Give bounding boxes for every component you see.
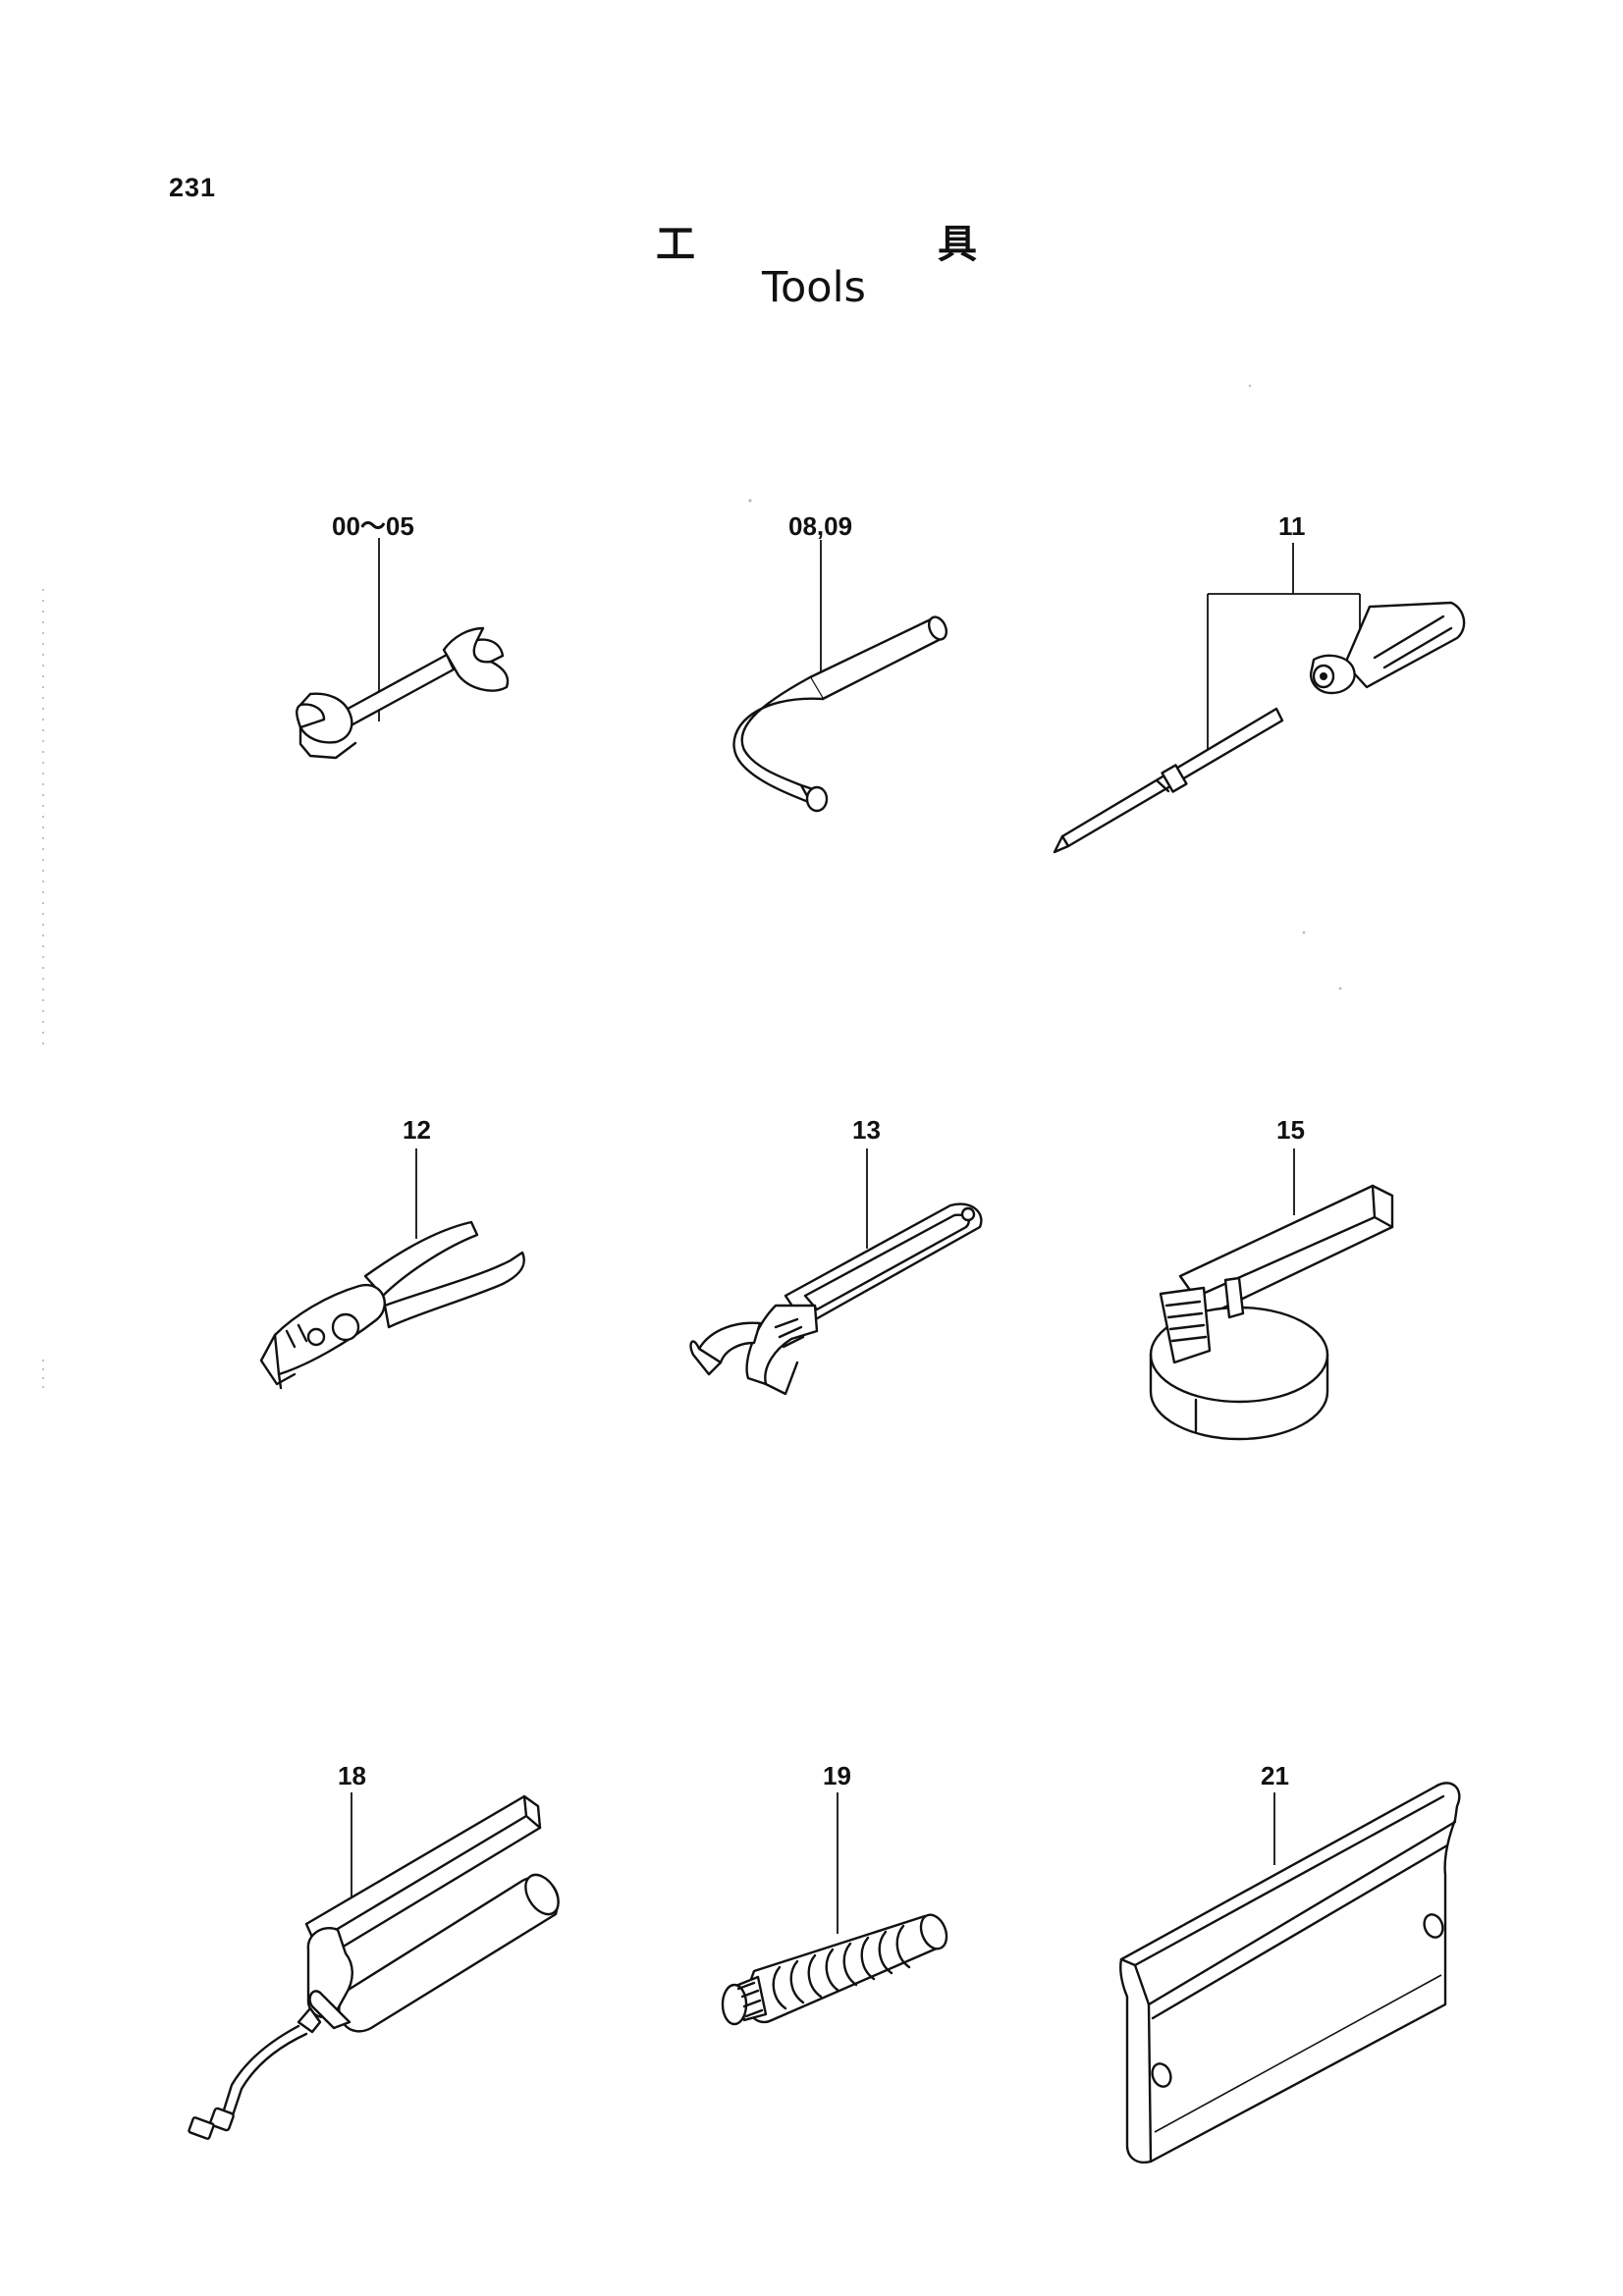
callout-label: 08,09 <box>788 511 852 541</box>
callout-label: 19 <box>823 1761 851 1790</box>
grease-cartridge-icon: 19 <box>721 1761 948 2026</box>
page-title: Tools <box>762 263 866 312</box>
adjustable-wrench-icon: 13 <box>689 1115 983 1396</box>
screwdriver-icon: 11 <box>1053 511 1466 854</box>
scan-marks <box>42 384 1342 1394</box>
title-japanese-right: 具 <box>938 222 977 267</box>
callout-label: 12 <box>403 1115 431 1145</box>
callout-label: 11 <box>1278 511 1306 541</box>
filter-wrench-icon: 15 <box>1149 1115 1394 1441</box>
hex-key-icon: 08,09 <box>732 511 948 813</box>
pliers-icon: 12 <box>259 1115 525 1390</box>
callout-label: 18 <box>338 1761 366 1790</box>
grease-gun-icon: 18 <box>188 1761 560 2140</box>
tool-bag-icon: 21 <box>1119 1761 1461 2164</box>
callout-label: 13 <box>852 1115 881 1145</box>
page-number: 231 <box>169 173 217 202</box>
double-open-end-wrench-icon: 00～05 <box>296 511 510 760</box>
callout-label: 00～05 <box>332 511 414 541</box>
title-japanese-left: 工 <box>656 222 695 267</box>
callout-label: 15 <box>1276 1115 1305 1145</box>
callout-label: 21 <box>1261 1761 1289 1790</box>
